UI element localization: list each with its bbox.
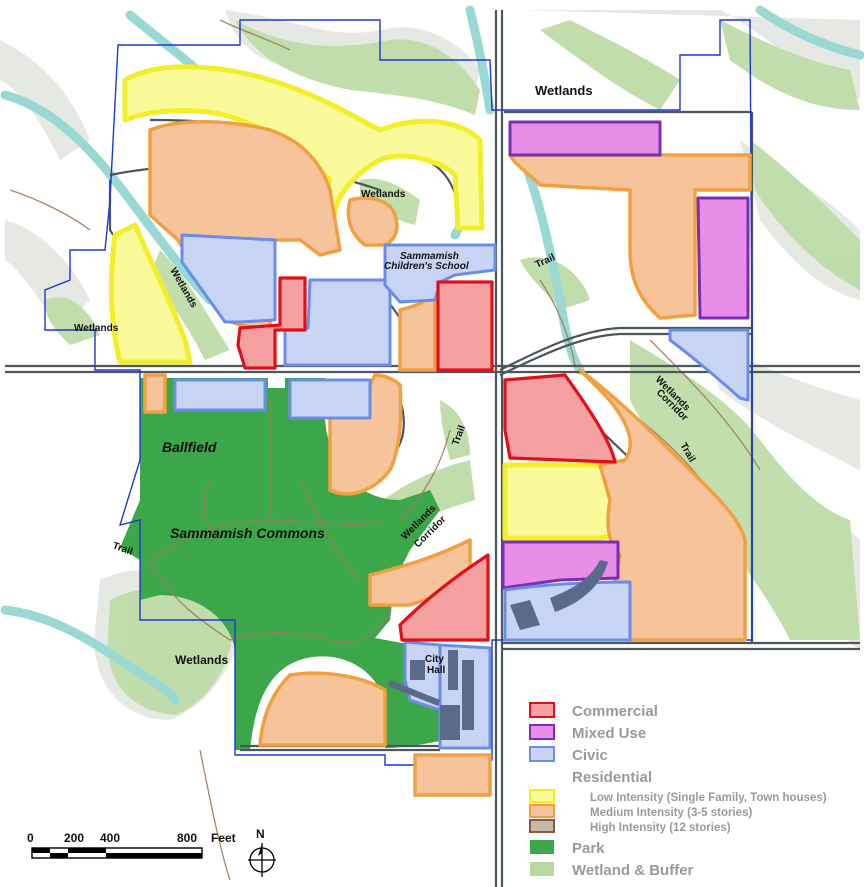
building-footprints bbox=[388, 560, 608, 740]
legend-swatch-high-intensity bbox=[529, 819, 555, 833]
legend-swatch-mixed-use bbox=[529, 724, 555, 740]
label-wetlands-left: Wetlands bbox=[74, 323, 119, 334]
legend-residential-title: Residential bbox=[572, 769, 652, 786]
label-city-hall-2: Hall bbox=[427, 665, 446, 676]
label-wetlands-center: Wetlands bbox=[361, 189, 406, 200]
legend-label-wetland: Wetland & Buffer bbox=[572, 862, 694, 879]
legend-label-high-intensity: High Intensity (12 stories) bbox=[590, 822, 731, 834]
label-school-line1: Sammamish bbox=[400, 251, 459, 262]
scale-tick-400: 400 bbox=[100, 831, 120, 845]
label-city-hall-1: City bbox=[425, 654, 444, 665]
park-area bbox=[120, 378, 445, 750]
north-arrow-icon bbox=[248, 843, 276, 877]
legend-label-commercial: Commercial bbox=[572, 703, 658, 720]
label-wetlands-bottom-left: Wetlands bbox=[175, 653, 228, 667]
legend-swatch-park bbox=[530, 840, 554, 854]
legend-swatch-civic bbox=[529, 746, 555, 762]
legend-swatch-wetland bbox=[530, 862, 554, 876]
low-intensity-residential bbox=[108, 64, 630, 541]
legend-label-mixed-use: Mixed Use bbox=[572, 725, 646, 742]
legend-label-civic: Civic bbox=[572, 747, 608, 764]
project-boundary bbox=[44, 19, 753, 766]
legend-label-medium-intensity: Medium Intensity (3-5 stories) bbox=[590, 807, 752, 819]
scale-tick-800: 800 bbox=[177, 831, 197, 845]
label-wetlands-top-right: Wetlands bbox=[535, 83, 593, 98]
north-label: N bbox=[256, 827, 265, 841]
wetland-buffer-areas bbox=[45, 20, 860, 715]
scale-tick-0: 0 bbox=[27, 831, 34, 845]
label-commons: Sammamish Commons bbox=[170, 525, 325, 541]
legend-label-park: Park bbox=[572, 840, 605, 857]
label-ballfield: Ballfield bbox=[162, 439, 217, 455]
label-school-line2: Children's School bbox=[384, 261, 469, 272]
medium-intensity-residential bbox=[143, 120, 752, 797]
scale-bar: 0 200 400 800 Feet N bbox=[27, 827, 276, 877]
legend-swatch-low-intensity bbox=[529, 789, 555, 803]
legend-swatch-commercial bbox=[529, 702, 555, 718]
legend: Commercial Mixed Use Civic Residential L… bbox=[529, 702, 827, 879]
commercial bbox=[236, 276, 617, 642]
legend-label-low-intensity: Low Intensity (Single Family, Town house… bbox=[590, 792, 827, 804]
scale-tick-200: 200 bbox=[64, 831, 84, 845]
legend-swatch-medium-intensity bbox=[529, 804, 555, 818]
scale-unit: Feet bbox=[211, 831, 236, 845]
